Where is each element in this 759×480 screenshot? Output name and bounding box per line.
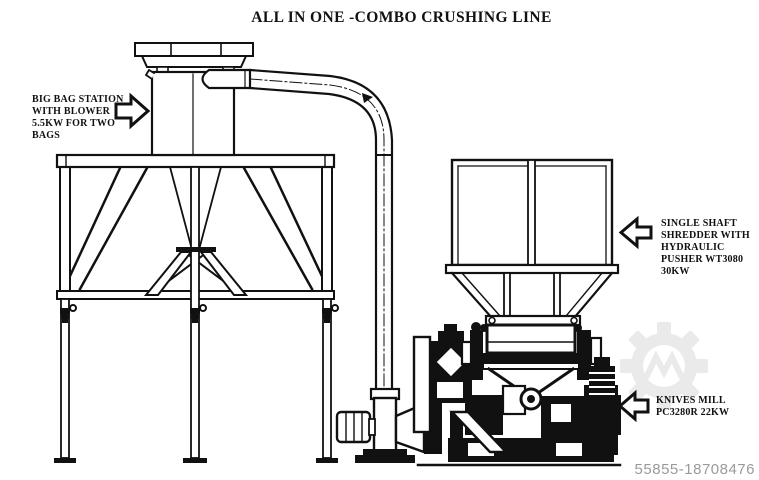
- gear-icon: [620, 322, 708, 410]
- bag-container: [134, 42, 254, 157]
- arrow-left-icon: [617, 389, 650, 423]
- arrow-right-icon: [114, 92, 151, 130]
- listing-id: 55855-18708476: [634, 461, 755, 478]
- single-shaft-shredder: [412, 158, 620, 434]
- knives-mill: [448, 316, 621, 462]
- diagram-title: ALL IN ONE -COMBO CRUSHING LINE: [251, 9, 552, 26]
- arrow-left-icon: [618, 215, 653, 250]
- shredder-label: SINGLE SHAFT SHREDDER WITH HYDRAULIC PUS…: [661, 218, 750, 277]
- knives-mill-label: KNIVES MILL PC3280R 22KW: [656, 395, 730, 418]
- transport-pipe: [248, 68, 394, 400]
- blower-nozzle: [201, 68, 252, 90]
- shredder-body: [460, 323, 603, 396]
- machine-base: [448, 410, 614, 462]
- support-frame: [54, 153, 339, 463]
- shredder-hopper: [444, 158, 620, 327]
- big-bag-station-label: BIG BAG STATION WITH BLOWER 5.5KW FOR TW…: [32, 94, 124, 141]
- big-bag-station: [54, 42, 339, 463]
